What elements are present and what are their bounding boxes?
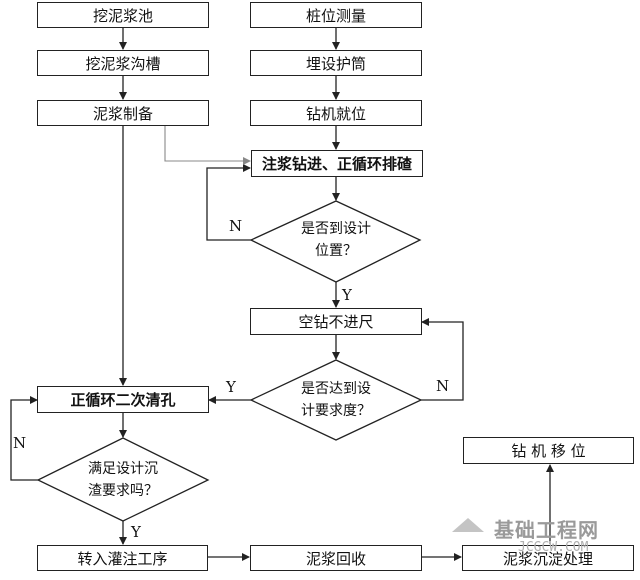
decision-depth-text: 是否达到设 计要求度？: [266, 378, 406, 422]
decision-depth-line2: 计要求度？: [301, 403, 371, 419]
box-dig-pit: 挖泥浆池: [37, 2, 209, 28]
box-casing: 埋设护筒: [250, 50, 422, 76]
box-drilling: 注浆钻进、正循环排碴: [251, 150, 423, 177]
box-rig-in-place: 钻机就位: [250, 100, 422, 126]
decision-design-position-text: 是否到设计 位置？: [266, 218, 406, 262]
label-y-decision1: Y: [342, 286, 352, 304]
loop-n-back-to-idle: [421, 318, 464, 401]
box-idle-drill: 空钻不进尺: [250, 308, 422, 335]
decision-design-position-line2: 位置？: [315, 243, 357, 259]
box-mud-prep: 泥浆制备: [37, 100, 209, 126]
label-n-decision1: N: [229, 217, 243, 235]
watermark-url: JCGCW.COM: [518, 540, 589, 555]
loop-n-back-to-clean: [10, 396, 38, 481]
label-n-decision2: N: [436, 377, 450, 395]
decision-sediment-line2: 渣要求吗？: [88, 483, 158, 499]
box-sediment: 泥浆沉淀处理: [462, 545, 634, 571]
arrow-prep-to-drilling: [164, 126, 251, 165]
label-y-decision2: Y: [226, 378, 236, 396]
box-rig-move: 钻 机 移 位: [463, 437, 634, 464]
decision-design-position-line1: 是否到设计: [301, 221, 371, 237]
watermark-brand: 基础工程网: [494, 518, 599, 542]
label-n-decision3: N: [13, 434, 27, 452]
decision-depth: [249, 359, 423, 441]
box-to-pouring: 转入灌注工序: [37, 545, 208, 571]
box-mud-recovery: 泥浆回收: [250, 545, 422, 571]
box-second-clean: 正循环二次清孔: [37, 386, 209, 413]
decision-sediment-text: 满足设计沉 渣要求吗？: [53, 458, 193, 502]
loop-n-back-to-drilling: [206, 164, 251, 241]
box-pile-survey: 桩位测量: [250, 2, 422, 28]
box-dig-trench: 挖泥浆沟槽: [37, 50, 209, 76]
decision-depth-line1: 是否达到设: [301, 381, 371, 397]
watermark-house-icon: [452, 518, 484, 532]
label-y-decision3: Y: [131, 523, 141, 541]
decision-sediment-line1: 满足设计沉: [88, 461, 158, 477]
